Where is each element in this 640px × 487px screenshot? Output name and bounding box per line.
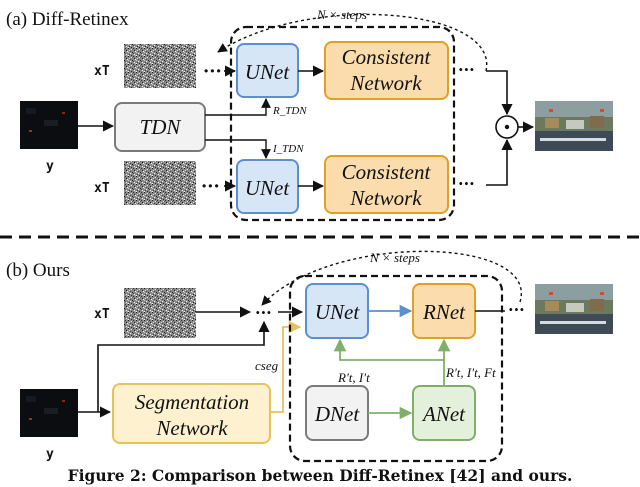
x-t-label-top: xT bbox=[94, 64, 110, 79]
arrow-y-to-dots bbox=[97, 320, 270, 412]
consistent-label-bottom-2: Network bbox=[349, 186, 422, 210]
arrow-bottom-to-multiply bbox=[486, 138, 513, 186]
loop-arrow-b bbox=[261, 250, 523, 306]
tdn-label: TDN bbox=[140, 115, 182, 139]
segmentation-network-box bbox=[112, 383, 271, 444]
i-tdn-label: I_TDN bbox=[272, 143, 304, 155]
section-title-ours: (b) Ours bbox=[6, 260, 70, 281]
x-t-label-ours: xT bbox=[94, 307, 110, 322]
consistent-label-bottom-1: Consistent bbox=[342, 160, 432, 184]
consistent-label-top-2: Network bbox=[349, 71, 422, 95]
ellipsis-top: ··· bbox=[203, 61, 222, 82]
ellipsis-bottom: ··· bbox=[201, 176, 220, 197]
arrow-anet-to-unet bbox=[333, 338, 444, 361]
arrow-tdn-r-to-unet bbox=[205, 98, 271, 116]
consistent-label-top-1: Consistent bbox=[342, 45, 432, 69]
rnet-label: RNet bbox=[422, 300, 466, 324]
segmentation-label-2: Network bbox=[155, 416, 228, 440]
arrow-top-to-multiply bbox=[486, 70, 513, 116]
enhanced-output-image-b bbox=[535, 284, 613, 334]
consistent-network-box-top bbox=[324, 41, 449, 100]
ellipsis-right-bottom: ··· bbox=[458, 174, 475, 193]
section-title-diff-retinex: (a) Diff-Retinex bbox=[6, 9, 129, 30]
r-tdn-label: R_TDN bbox=[272, 105, 307, 117]
consistent-network-box-bottom bbox=[324, 155, 449, 214]
steps-container-a bbox=[229, 25, 456, 222]
x-t-label-bottom: xT bbox=[94, 181, 110, 196]
unet-label-top: UNet bbox=[245, 60, 290, 84]
figure-caption: Figure 2: Comparison between Diff-Retine… bbox=[68, 466, 573, 485]
anet-label: ANet bbox=[421, 402, 466, 426]
noise-image-ours bbox=[124, 288, 196, 338]
y-label-b: y bbox=[46, 447, 54, 462]
dark-input-image-a bbox=[20, 101, 78, 149]
enhanced-output-image-a bbox=[535, 101, 613, 151]
dnet-label: DNet bbox=[314, 402, 360, 426]
loop-arrow-a bbox=[217, 13, 488, 72]
y-label-a: y bbox=[46, 159, 54, 174]
noise-image-top bbox=[124, 44, 196, 88]
ellipsis-right-top: ··· bbox=[458, 60, 475, 79]
steps-container-b bbox=[288, 274, 504, 463]
r-i-label: R′t, I′t bbox=[337, 370, 370, 385]
ellipsis-ours: ··· bbox=[255, 303, 272, 322]
unet-label-bottom: UNet bbox=[245, 176, 290, 200]
arrow-cseg-to-unet bbox=[270, 320, 302, 413]
noise-image-bottom bbox=[124, 161, 196, 205]
tdn-box bbox=[114, 102, 206, 152]
steps-label-b: N × steps bbox=[369, 250, 420, 265]
steps-label-a: N × steps bbox=[316, 7, 367, 22]
c-seg-label: cseg bbox=[255, 358, 279, 373]
r-i-f-label: R′t, I′t, Ft bbox=[445, 365, 496, 380]
arrow-tdn-i-to-unet bbox=[205, 139, 271, 159]
multiply-dot bbox=[504, 124, 510, 130]
dark-input-image-b bbox=[20, 389, 78, 437]
unet-label-ours: UNet bbox=[315, 300, 360, 324]
ellipsis-right-ours: ··· bbox=[508, 300, 525, 319]
segmentation-label-1: Segmentation bbox=[135, 390, 249, 414]
